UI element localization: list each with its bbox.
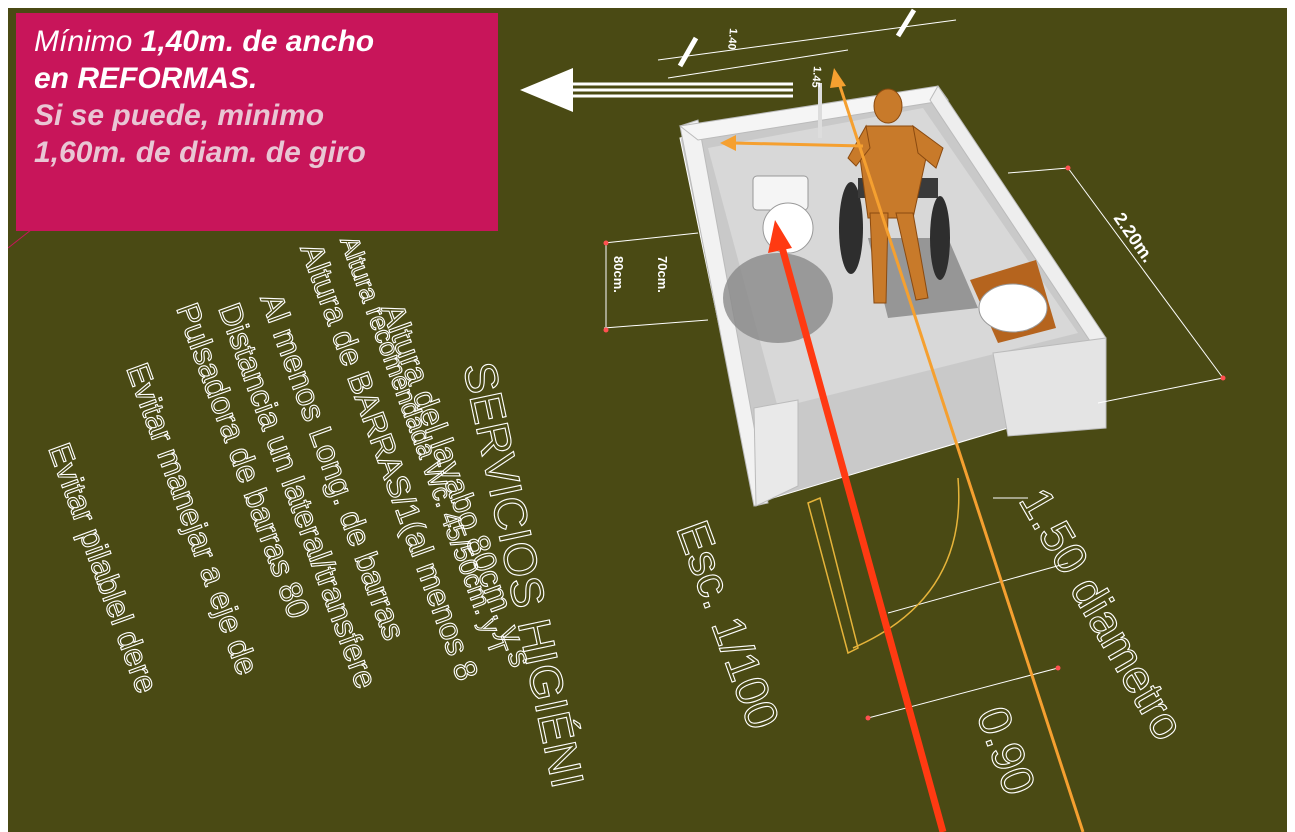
callout-line-2-text: en REFORMAS. xyxy=(34,62,258,95)
door-swing xyxy=(807,477,960,655)
scene-3d-view: 2.20m. 70cm. 80cm. 1.40 1.45 1.50 diamet… xyxy=(8,8,1287,832)
red-arrow xyxy=(768,220,947,832)
room-left-wall xyxy=(679,119,769,507)
left-arrow xyxy=(520,68,793,112)
wc-side-dim-1: 70cm. xyxy=(655,256,670,293)
scene-svg: 2.20m. 70cm. 80cm. 1.40 1.45 1.50 diamet… xyxy=(8,8,1226,832)
dimension-ticks xyxy=(677,8,917,68)
wc-side-dim-2: 80cm. xyxy=(611,256,626,293)
wc-shadow xyxy=(723,253,833,343)
callout-line-4: 1,60m. de diam. de giro xyxy=(34,136,366,169)
door-width-label: 0.90 xyxy=(967,700,1046,802)
room-front-wall-right xyxy=(992,337,1107,437)
note-line: Evitar pilablel dere xyxy=(41,438,165,698)
room-front-wall-left xyxy=(753,399,799,507)
callout-line-2: en REFORMAS. xyxy=(34,60,480,97)
scale-label: Esc. 1/100 xyxy=(667,514,790,736)
callout-line-1: Mínimo 1,40m. de ancho xyxy=(34,23,480,60)
top-dim-1: 1.40 xyxy=(725,28,739,50)
dimension-endpoints xyxy=(603,165,1226,721)
callout-line-1-prefix: Mínimo xyxy=(34,25,141,58)
top-dim-2: 1.45 xyxy=(809,66,823,88)
toilet xyxy=(752,175,814,254)
sink xyxy=(970,260,1056,343)
orange-arrow-horizontal xyxy=(720,135,864,151)
callout-line-1-bold: 1,40m. de ancho xyxy=(140,25,375,58)
turning-circle-label: 1.50 diametro xyxy=(1009,479,1195,749)
orange-arrow-long xyxy=(830,68,1085,832)
notes-block: Altura del lavabo 80cm. y s Altura recom… xyxy=(41,231,540,698)
reform-note-callout: Mínimo 1,40m. de ancho en REFORMAS. Si s… xyxy=(16,13,498,231)
callout-line-3: Si se puede, minimo xyxy=(34,99,325,132)
